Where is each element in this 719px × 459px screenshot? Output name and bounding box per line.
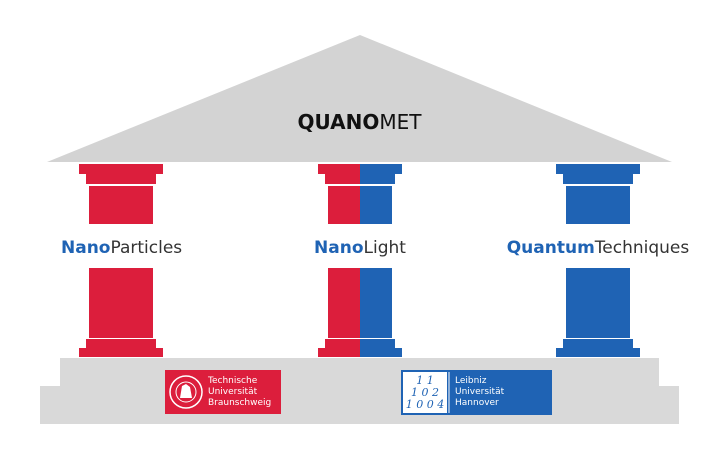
luh-mark-box [403, 372, 447, 413]
pillar-quantumtechniques [556, 164, 640, 357]
base-step-lower [40, 386, 679, 424]
label-quantumtechniques: QuantumTechniques [506, 238, 690, 258]
pillar-nanoparticles [79, 164, 163, 357]
label-nanolight: NanoLight [314, 238, 406, 258]
roof [47, 35, 672, 162]
luh-logo-text: Leibniz Universität Hannover [455, 376, 505, 408]
base-step-upper [60, 358, 659, 386]
tu-logo-text: Technische Universität Braunschweig [208, 376, 272, 408]
page-title: QUANOMET [297, 110, 422, 134]
pillar-nanolight [318, 164, 402, 357]
lion-seal-icon [169, 375, 203, 409]
label-nanoparticles: NanoParticles [61, 238, 183, 258]
